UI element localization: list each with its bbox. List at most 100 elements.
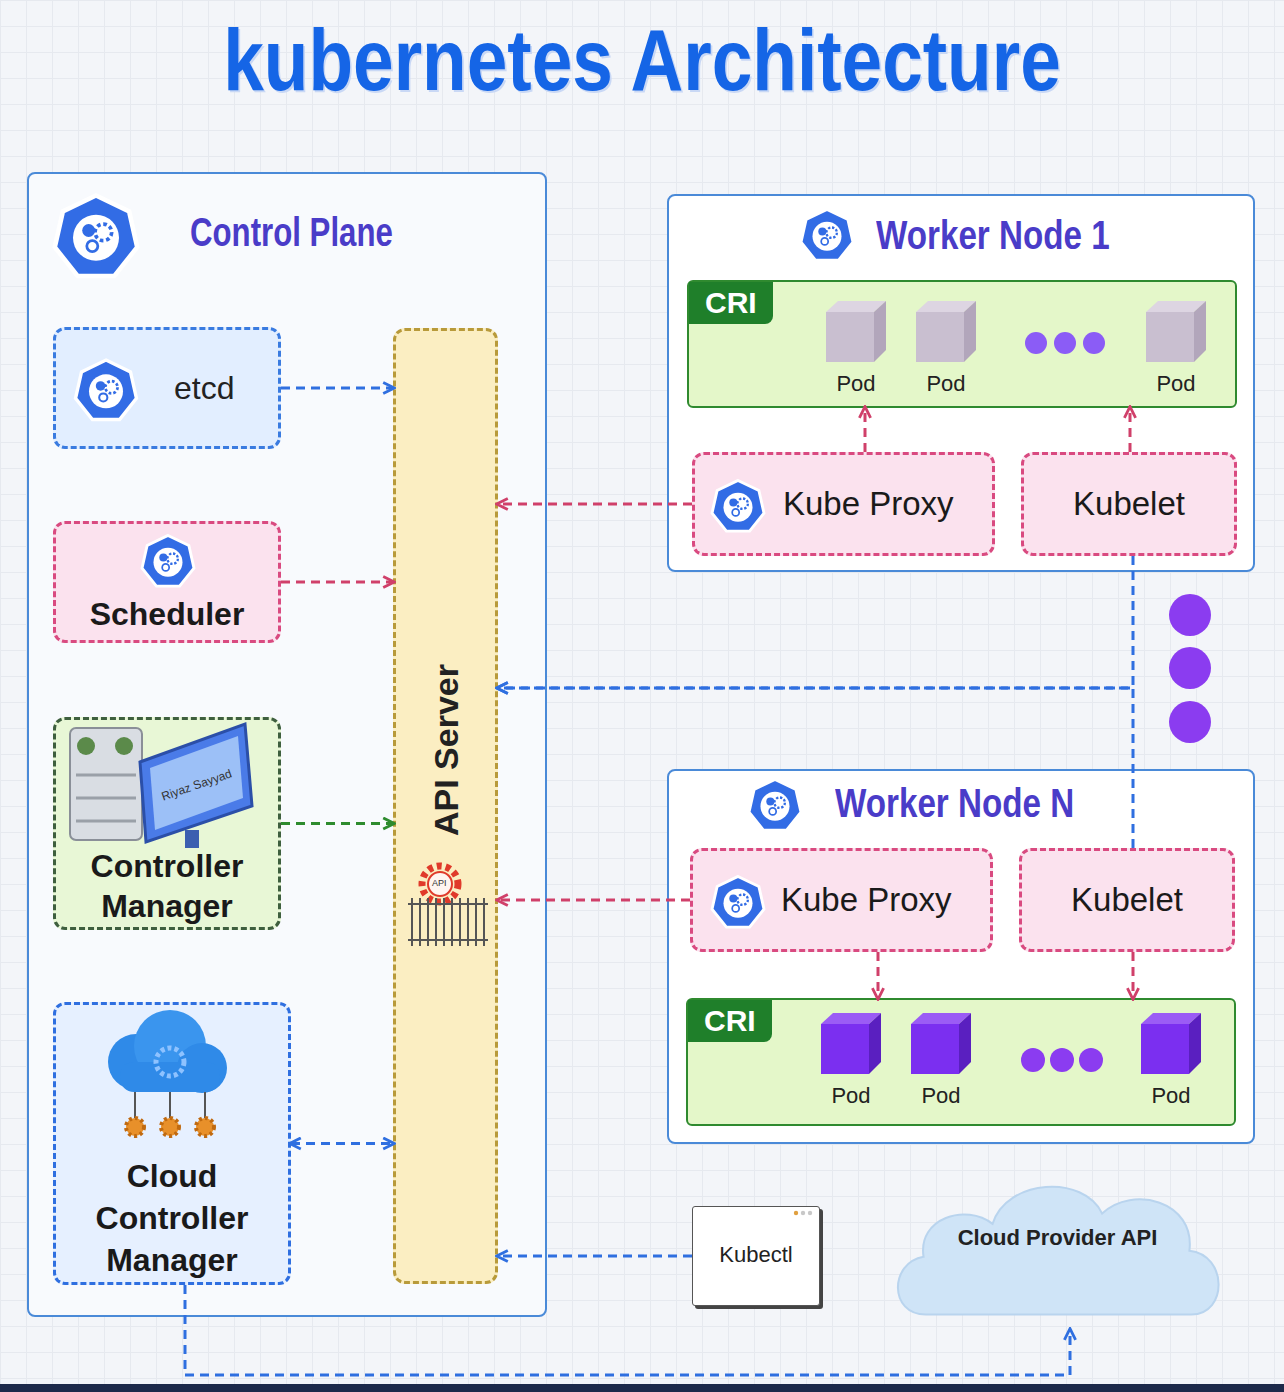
kube-proxy-icon — [712, 480, 764, 531]
node-label: API Server — [426, 664, 466, 836]
node-icon — [749, 779, 801, 830]
api-gear-core — [428, 872, 452, 896]
cube-front — [1141, 1024, 1189, 1074]
node-label: Cloud Provider API — [885, 1224, 1230, 1252]
node-label: Pod — [910, 370, 982, 398]
dashed-connector — [498, 556, 1133, 688]
cube-front — [821, 1024, 869, 1074]
ellipsis-dot — [1169, 701, 1211, 743]
server-slot — [76, 797, 136, 800]
node-label: Pod — [815, 1082, 887, 1110]
dashed-connector — [498, 899, 690, 902]
node-icon — [801, 209, 853, 260]
node-label: Worker Node N — [835, 779, 1074, 827]
dashed-connector — [281, 581, 393, 584]
ellipsis-dot — [1025, 332, 1047, 354]
ellipsis-dot — [1083, 332, 1105, 354]
monitor-stand — [185, 830, 199, 848]
dashed-connector — [185, 1285, 1070, 1375]
pod-cube — [815, 1010, 887, 1076]
cube-side — [869, 1013, 881, 1074]
node-label: Pod — [905, 1082, 977, 1110]
gear-icon — [196, 1118, 214, 1136]
pod: Pod — [1135, 1010, 1207, 1110]
dashed-connector — [1132, 952, 1135, 998]
node-label: Scheduler — [56, 594, 278, 634]
node-label: etcd — [174, 368, 234, 408]
kube-proxy-icon — [712, 876, 764, 927]
cloud-wire — [135, 1092, 205, 1118]
server-rack — [70, 728, 142, 840]
kubectl-window: Kubectl — [692, 1206, 820, 1306]
dashed-connector — [281, 387, 393, 390]
window-dot — [801, 1211, 805, 1215]
node-label: Kube Proxy — [781, 880, 952, 920]
pod: Pod — [905, 1010, 977, 1110]
node-label: Pod — [820, 370, 892, 398]
pod-cube — [820, 298, 892, 364]
dashed-connector — [498, 503, 692, 506]
dashed-connector — [877, 952, 880, 998]
ellipsis-dot — [1021, 1048, 1045, 1072]
cube-front — [826, 312, 874, 362]
kubelet-box: Kubelet — [1021, 452, 1237, 556]
api-gear — [422, 866, 458, 902]
dashed-connector — [864, 408, 867, 452]
ellipsis-dot — [1169, 647, 1211, 689]
dashed-connector — [498, 1255, 692, 1258]
node-label: CRI — [689, 282, 773, 324]
cri-box: CRI Pod Pod Pod — [687, 280, 1237, 408]
kubernetes-icon — [55, 196, 137, 276]
server-slot — [76, 820, 136, 823]
gate — [408, 898, 488, 946]
title: kubernetes Architecture — [109, 10, 1175, 110]
cube-front — [916, 312, 964, 362]
server-light — [77, 737, 95, 755]
pod: Pod — [815, 1010, 887, 1110]
dashed-connector — [1129, 408, 1132, 452]
node-label: CRI — [688, 1000, 772, 1042]
pod-cube — [1140, 298, 1212, 364]
server-light — [115, 737, 133, 755]
api-server-bar: API Server — [393, 328, 498, 1284]
node-label: Worker Node 1 — [876, 211, 1110, 259]
dashed-connector — [291, 1142, 393, 1145]
node-label: Kubectl — [693, 1241, 819, 1269]
bottom-bar — [0, 1384, 1284, 1392]
cloud-outline — [898, 1187, 1219, 1315]
node-label: Kube Proxy — [783, 484, 954, 524]
pod: Pod — [1140, 298, 1212, 398]
cube-side — [964, 301, 976, 362]
cube-side — [1194, 301, 1206, 362]
cloud-gear — [156, 1048, 184, 1076]
dashed-connector — [281, 822, 393, 825]
cube-side — [874, 301, 886, 362]
monitor — [140, 724, 252, 842]
window-dot — [808, 1211, 812, 1215]
cube-side — [959, 1013, 971, 1074]
window-dot — [794, 1211, 798, 1215]
node-label: Cloud Controller Manager — [56, 1155, 288, 1281]
pod: Pod — [820, 298, 892, 398]
pod: Pod — [910, 298, 982, 398]
ellipsis-dot — [1079, 1048, 1103, 1072]
node-label: Pod — [1135, 1082, 1207, 1110]
cube-front — [1146, 312, 1194, 362]
gear-icon — [126, 1118, 144, 1136]
pod-cube — [1135, 1010, 1207, 1076]
monitor-screen — [150, 736, 243, 830]
cri-box: CRI Pod Pod Pod — [686, 998, 1236, 1126]
server-slot — [76, 774, 136, 777]
cube-side — [1189, 1013, 1201, 1074]
pod-cube — [910, 298, 982, 364]
kubelet-box: Kubelet — [1019, 848, 1235, 952]
ellipsis-dot — [1054, 332, 1076, 354]
ellipsis-dot — [1050, 1048, 1074, 1072]
cloud-provider: Cloud Provider API — [885, 1160, 1230, 1330]
node-label: Kubelet — [1024, 484, 1234, 524]
annotation-label: API — [432, 878, 447, 889]
node-label: Pod — [1140, 370, 1212, 398]
